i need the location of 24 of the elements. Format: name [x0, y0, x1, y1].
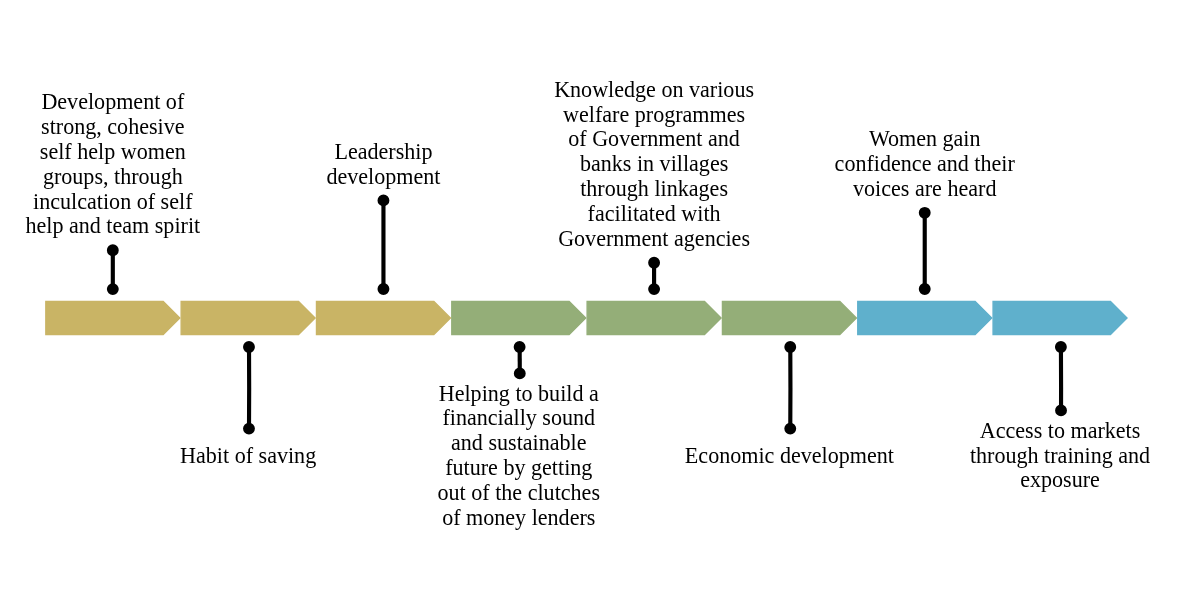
connector	[513, 341, 526, 380]
node-text: Development of strong, cohesive self help women groups, through inculcation of self help and team spirit	[25, 89, 201, 239]
node-arrow	[721, 300, 858, 336]
node-arrow	[992, 300, 1128, 336]
connector	[1054, 341, 1067, 417]
node-text: Economic development	[684, 442, 894, 468]
connector	[784, 341, 797, 435]
node-text: Access to markets through training and exposure	[969, 417, 1151, 493]
connector	[106, 244, 119, 296]
node-arrow	[857, 300, 993, 336]
node-arrow	[451, 300, 587, 336]
node-arrow	[45, 300, 181, 336]
node-arrow	[180, 300, 317, 336]
node-text: Habit of saving	[180, 442, 317, 468]
node-text: Knowledge on various welfare programmes of Government and banks in villages through linkages facilitated with Government agencies	[554, 76, 755, 251]
node-text: Helping to build a financially sound and sustainable future by getting out of the clutches of money lenders	[437, 380, 601, 530]
connector	[377, 194, 390, 295]
node-arrow	[586, 300, 723, 336]
connector	[648, 256, 661, 296]
node-arrow	[315, 300, 452, 336]
connector	[243, 341, 255, 435]
connector	[918, 206, 931, 295]
node-text: Leadership development	[326, 138, 441, 189]
node-text: Women gain confidence and their voices are heard	[834, 126, 1015, 202]
